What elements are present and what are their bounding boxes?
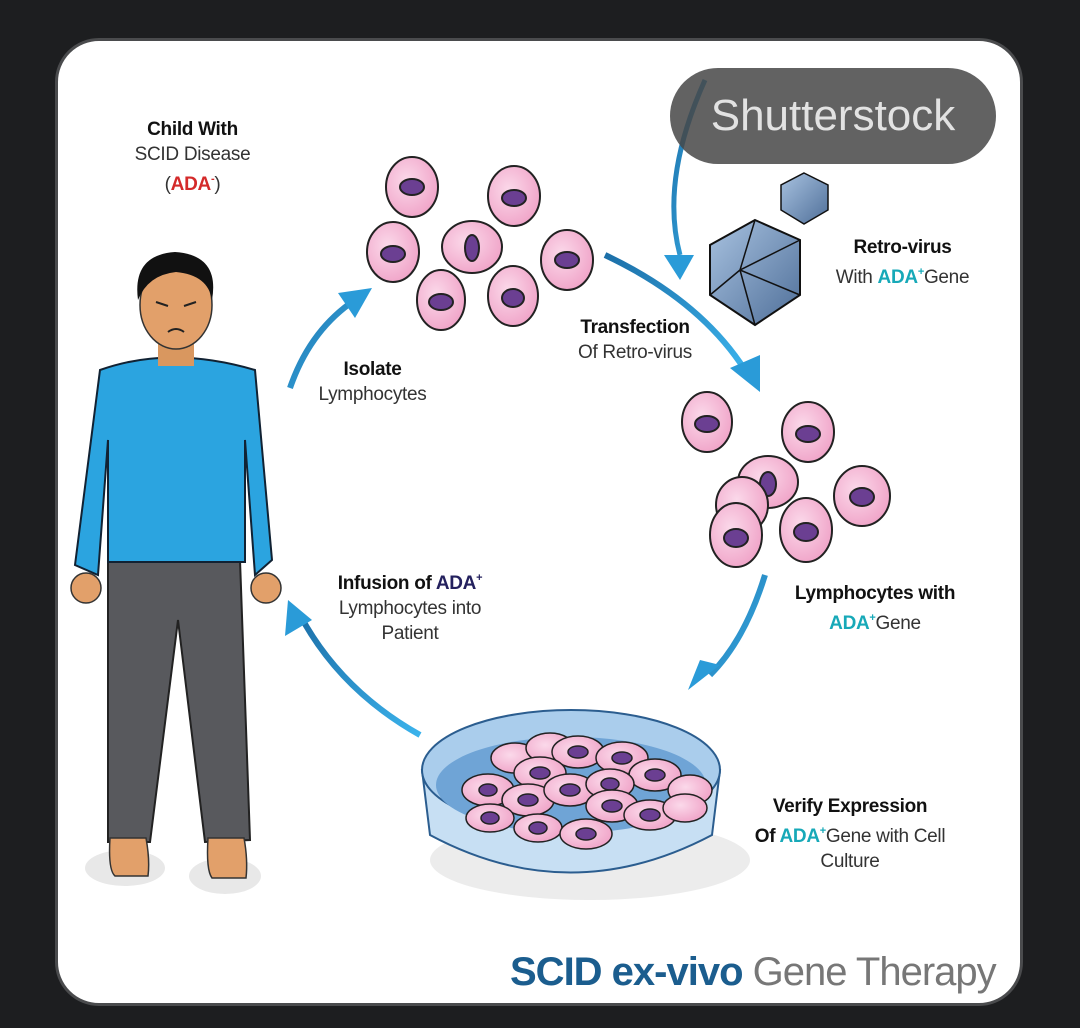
hand-left [70,572,102,604]
hair [137,252,214,300]
arrowhead-isolate [338,288,372,318]
virus-small [780,172,829,225]
foot-left [108,837,150,877]
modified-lymphocytes [681,391,891,568]
hand-right [250,572,282,604]
label-patient: Child With SCID Disease (ADA-) [134,119,251,195]
arrow-isolate [287,297,357,389]
arrowhead-culture [688,660,720,690]
diagram-title: SCID ex-vivo Gene Therapy [510,950,997,994]
shirt [73,356,274,578]
label-verify-expression: Verify Expression Of ADA+Gene with Cell … [754,796,946,872]
isolated-lymphocytes [366,156,594,331]
label-transfection: Transfection Of Retro-virus [577,317,693,363]
face [155,301,197,333]
virus-large [709,218,801,327]
patient-figure [70,252,282,894]
label-infusion: Infusion of ADA+ Lymphocytes into Patien… [337,572,483,644]
label-retrovirus: Retro-virus With ADA+Gene [835,237,970,288]
arrowhead-virus [664,255,694,280]
culture-cells [461,732,713,850]
label-isolate: Isolate Lymphocytes [318,359,427,405]
label-modified-lymphocytes: Lymphocytes with ADA+Gene [794,583,956,634]
arrow-transfection [603,252,748,372]
arrowhead-infusion [285,600,312,636]
watermark-badge: Shutterstock [670,68,996,164]
foot-right [206,837,248,879]
arrow-infusion [297,613,422,738]
arrow-culture [707,574,768,678]
arrowhead-transfection [730,355,760,392]
retrovirus-icons [709,172,829,327]
pants [107,559,252,844]
